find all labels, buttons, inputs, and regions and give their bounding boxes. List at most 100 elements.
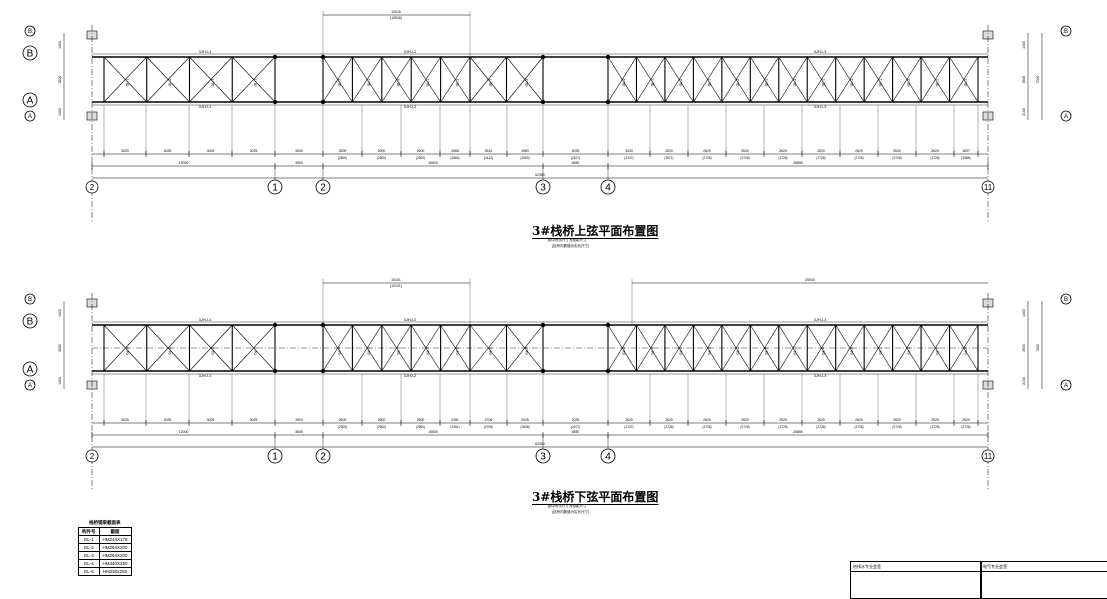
axis-bubble-end bbox=[981, 449, 995, 463]
dim-text: 7000 bbox=[1036, 76, 1040, 84]
bay-dim: 2620 bbox=[817, 149, 825, 153]
bay-true-dim: (2726) bbox=[778, 425, 787, 429]
bay-dim: 2620 bbox=[779, 149, 787, 153]
dim-text: 2100 bbox=[1022, 108, 1026, 116]
axis-bubble-column-label: 2 bbox=[320, 183, 326, 194]
member-mark: GL-5 bbox=[850, 347, 854, 355]
bracing-diagonal bbox=[189, 56, 233, 103]
span-dim-right: 25000 bbox=[805, 278, 815, 282]
column-node bbox=[540, 368, 546, 374]
electrical-signoff-box: 电气专业会签 bbox=[980, 561, 1107, 599]
bracing-diagonal bbox=[607, 324, 637, 372]
bracing-diagonal bbox=[469, 324, 507, 372]
dim-text: 3500 bbox=[1022, 344, 1026, 352]
bracing-diagonal bbox=[381, 324, 412, 372]
bay-dim: 2620 bbox=[931, 418, 939, 422]
bracing-diagonal bbox=[146, 56, 190, 103]
bay-dim: 2620 bbox=[855, 418, 863, 422]
bay-dim: 2500 bbox=[339, 418, 347, 422]
axis-bubble-end-row bbox=[1060, 293, 1072, 305]
segment-dim: 3500 bbox=[295, 430, 303, 434]
truss-label-bottom: 3JHJ-2 bbox=[404, 104, 417, 109]
member-mark: GL-2 bbox=[907, 79, 911, 87]
axis-bubble-end-row-label: B bbox=[1064, 297, 1068, 303]
bracing-diagonal bbox=[607, 56, 637, 103]
bracing-diagonal bbox=[232, 56, 276, 103]
member-mark: GL-1 bbox=[878, 79, 882, 87]
bay-dim: 2451 bbox=[451, 418, 459, 422]
bay-dim: 2025 bbox=[572, 418, 580, 422]
bay-dim: 2620 bbox=[741, 149, 749, 153]
member-mark: GL-2 bbox=[736, 79, 740, 87]
axis-bubble-end-label: 11 bbox=[984, 452, 993, 461]
member-mark: GL-1 bbox=[367, 79, 371, 87]
member-section: HM244X175 bbox=[98, 535, 132, 544]
truss-label-bottom: 3JHJ-1 bbox=[199, 373, 212, 378]
member-mark: GL-2 bbox=[338, 79, 342, 87]
axis-bubble-end-label: 11 bbox=[984, 183, 993, 192]
bracing-diagonal bbox=[322, 56, 353, 103]
bracing-diagonal bbox=[892, 324, 922, 372]
member-mark: GL-5 bbox=[367, 347, 371, 355]
bay-dim: 2620 bbox=[779, 418, 787, 422]
bay-true-dim: (2726) bbox=[854, 425, 863, 429]
column-node bbox=[272, 368, 278, 374]
bay-true-dim: (2500) bbox=[377, 425, 386, 429]
bay-dim: 3025 bbox=[250, 149, 258, 153]
member-mark: GL-3 bbox=[125, 347, 129, 355]
axis-bubble-end-row bbox=[24, 379, 36, 391]
column-node bbox=[605, 54, 611, 60]
axis-bubble-column-label: 3 bbox=[540, 183, 546, 194]
bay-true-dim: (2500) bbox=[338, 425, 347, 429]
bay-true-dim: (2107) bbox=[624, 425, 633, 429]
axis-bubble-column bbox=[315, 448, 331, 464]
bay-dim: 2620 bbox=[665, 418, 673, 422]
bracing-diagonal bbox=[322, 324, 353, 372]
bay-dim: 2620 bbox=[893, 418, 901, 422]
bay-dim: 2620 bbox=[703, 149, 711, 153]
bracing-diagonal bbox=[146, 324, 190, 372]
axis-bubble-row-label: B bbox=[27, 317, 34, 328]
bay-dim: 3000 bbox=[295, 149, 303, 153]
bay-dim: 3025 bbox=[207, 149, 215, 153]
axis-bubble-column-label: 2 bbox=[320, 452, 326, 463]
column-node bbox=[605, 99, 611, 105]
bracing-diagonal bbox=[949, 56, 979, 103]
axis-bubble-end-label: 2 bbox=[90, 183, 95, 192]
bracing-diagonal bbox=[721, 324, 751, 372]
bracing-diagonal bbox=[664, 324, 694, 372]
bay-dim: 2025 bbox=[572, 149, 580, 153]
bracing-diagonal bbox=[863, 324, 893, 372]
axis-bubble-end-row bbox=[24, 110, 36, 122]
bracing-diagonal bbox=[920, 324, 950, 372]
member-mark: GL-4 bbox=[821, 347, 825, 355]
axis-bubble-end-row-label: B bbox=[28, 297, 32, 303]
member-mark: GL-1 bbox=[821, 79, 825, 87]
bay-dim: 2866 bbox=[451, 149, 459, 153]
axis-bubble-column bbox=[267, 448, 283, 464]
segment-dim: 12000 bbox=[179, 430, 189, 434]
bay-true-dim: (2726) bbox=[961, 425, 970, 429]
bracing-diagonal bbox=[189, 324, 233, 372]
bay-dim: 2500 bbox=[417, 149, 425, 153]
bay-dim: 2620 bbox=[855, 149, 863, 153]
member-table-header: 构件号 bbox=[78, 527, 100, 536]
axis-bubble-column-label: 4 bbox=[605, 452, 611, 463]
bracing-diagonal bbox=[410, 324, 441, 372]
member-mark: GL-3 bbox=[622, 347, 626, 355]
bay-true-dim: (2866) bbox=[450, 156, 459, 160]
truss-label-top: 3JHJ-3 bbox=[814, 49, 827, 54]
bay-dim: 2620 bbox=[931, 149, 939, 153]
bracing-diagonal bbox=[506, 56, 544, 103]
column-node bbox=[605, 368, 611, 374]
member-mark: GL-2 bbox=[850, 79, 854, 87]
dim-text: 7000 bbox=[1036, 344, 1040, 352]
bay-true-dim: (2726) bbox=[702, 156, 711, 160]
member-mark: GL-1 bbox=[651, 79, 655, 87]
bay-dim: 1837 bbox=[962, 149, 970, 153]
axis-bubble-end bbox=[85, 180, 99, 194]
bracing-diagonal bbox=[750, 324, 780, 372]
